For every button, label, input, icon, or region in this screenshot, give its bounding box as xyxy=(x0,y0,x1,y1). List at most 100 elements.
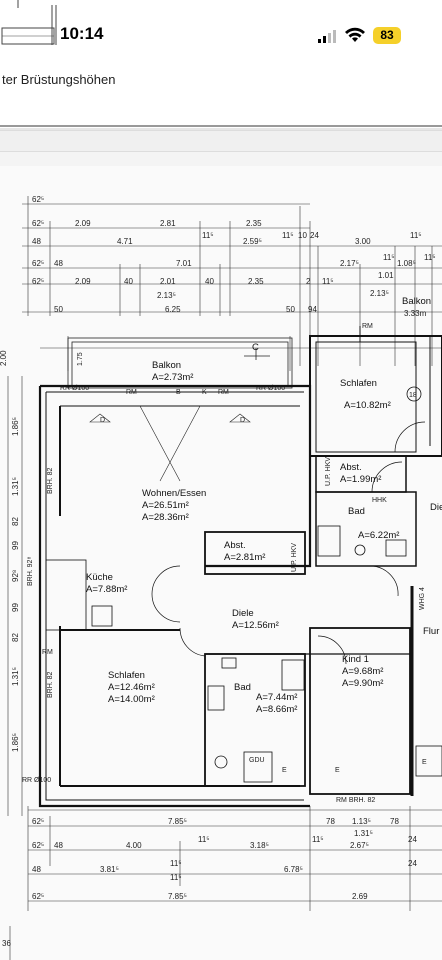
dim-top-3: 2.81 xyxy=(160,219,176,228)
dim-r2-8: 11⁵ xyxy=(410,231,422,240)
dim-r3-5: 1.08⁵ xyxy=(397,259,416,268)
dim-r6-0: 50 xyxy=(54,305,63,314)
dim-b1-4: 78 xyxy=(390,817,399,826)
dim-r4-2: 40 xyxy=(124,277,133,286)
dim-b2-0: 62⁵ xyxy=(32,841,44,850)
room-kind-name: Kind 1 xyxy=(342,654,369,665)
dim-b-corner: 36 xyxy=(2,939,11,948)
dim-r5-1: 2.13⁵ xyxy=(370,289,389,298)
dim-r4-0: 62⁵ xyxy=(32,277,44,286)
room-schlafen-right-name: Schlafen xyxy=(340,378,377,389)
room-abst-center-name: Abst. xyxy=(224,540,246,551)
dim-r6-4: 3.33m xyxy=(404,309,427,318)
room-diele-name: Diele xyxy=(232,608,254,619)
room-wohnen-area2: A=28.36m² xyxy=(142,512,189,523)
label-d-1: D xyxy=(100,417,105,424)
dim-left-2: 1.31⁵ xyxy=(11,477,20,496)
dim-b1b: 1.31⁵ xyxy=(354,829,373,838)
dim-b2-2: 4.00 xyxy=(126,841,142,850)
dim-r3-3: 2.17⁵ xyxy=(340,259,359,268)
label-rmbrh: RM BRH. 82 xyxy=(336,797,375,804)
room-balkon-name: Balkon xyxy=(152,360,181,371)
dim-r6-2: 50 xyxy=(286,305,295,314)
dim-b1-1: 7.85⁵ xyxy=(168,817,187,826)
room-bad-right-name: Bad xyxy=(348,506,365,517)
dim-r4-3: 2.01 xyxy=(160,277,176,286)
dim-r3-6: 11⁵ xyxy=(424,253,436,262)
dim-b3-3: 6.78⁵ xyxy=(284,865,303,874)
dim-r4-6: 2 xyxy=(306,277,311,286)
label-c: C xyxy=(252,342,259,353)
dim-b3-2: 11⁵ xyxy=(170,859,182,868)
dim-b1-0: 62⁵ xyxy=(32,817,44,826)
battery-indicator: 83 xyxy=(373,27,401,44)
dim-b4-2: 2.69 xyxy=(352,892,368,901)
room-schlafen-left-area1: A=12.46m² xyxy=(108,682,155,693)
dim-r3-2: 7.01 xyxy=(176,259,192,268)
label-uphkv-1: U.P. HKV xyxy=(325,457,332,486)
label-hhk: HHK xyxy=(372,497,387,504)
room-kuche-area: A=7.88m² xyxy=(86,584,127,595)
label-brh82-1: BRH. 82 xyxy=(47,467,54,494)
status-time: 10:14 xyxy=(60,24,104,43)
dim-r3-0: 62⁵ xyxy=(32,259,44,268)
room-kind-area1: A=9.68m² xyxy=(342,666,383,677)
label-brh928: BRH. 92⁸ xyxy=(27,557,34,586)
dim-b2-3: 11⁵ xyxy=(198,835,210,844)
dim-r4-8: 1.01 xyxy=(378,271,394,280)
floor-plan[interactable]: 62⁵ 62⁵ 2.09 2.81 2.35 48 4.71 11⁵ 2.59⁵… xyxy=(0,166,442,960)
dim-r4-5: 2.35 xyxy=(248,277,264,286)
label-18: 18 xyxy=(409,392,417,399)
dim-b3b: 11⁵ xyxy=(170,873,182,882)
dim-r2-2: 11⁵ xyxy=(202,231,214,240)
room-diele-area: A=12.56m² xyxy=(232,620,279,631)
dim-b2-1: 48 xyxy=(54,841,63,850)
dim-r3-1: 48 xyxy=(54,259,63,268)
header-crop-lines xyxy=(1,0,57,45)
label-rm-3: RM xyxy=(42,649,53,656)
dim-left-3: 82 xyxy=(11,517,20,526)
status-bar: 10:14 83 xyxy=(0,0,442,74)
dim-b3-1: 3.81⁵ xyxy=(100,865,119,874)
dim-b4-1: 7.85⁵ xyxy=(168,892,187,901)
dim-b1-2: 78 xyxy=(326,817,335,826)
dim-b2-4: 3.18⁵ xyxy=(250,841,269,850)
room-bad-left-area2: A=8.66m² xyxy=(256,704,297,715)
label-rr-left: RR Ø100 xyxy=(60,385,89,392)
dim-left-8: 1.31⁵ xyxy=(11,667,20,686)
dim-left-6: 99 xyxy=(11,603,20,612)
room-bad-left-area1: A=7.44m² xyxy=(256,692,297,703)
label-e-3: E xyxy=(422,759,427,766)
label-uphkv-2: U.P. HKV xyxy=(291,543,298,572)
room-balkon-area: A=2.73m² xyxy=(152,372,193,383)
label-175: 1.75 xyxy=(77,352,84,366)
dim-r2-0: 48 xyxy=(32,237,41,246)
room-kind-area2: A=9.90m² xyxy=(342,678,383,689)
label-rr-right: RR Ø100 xyxy=(256,385,285,392)
room-bad-right-area: A=6.22m² xyxy=(358,530,399,541)
document-header-text: ter Brüstungshöhen xyxy=(2,72,116,87)
room-abst-center-area: A=2.81m² xyxy=(224,552,265,563)
cellular-signal-icon xyxy=(318,30,336,43)
document-header-drawing xyxy=(0,125,442,130)
room-schlafen-right-area: A=10.82m² xyxy=(344,400,391,411)
room-schlafen-left-name: Schlafen xyxy=(108,670,145,681)
dim-r6-3: 94 xyxy=(308,305,317,314)
dim-b3-0: 48 xyxy=(32,865,41,874)
dim-r2-1: 4.71 xyxy=(117,237,133,246)
label-brh82-2: BRH. 82 xyxy=(47,671,54,698)
dim-left-1: 1.86⁵ xyxy=(11,417,20,436)
room-wohnen-area1: A=26.51m² xyxy=(142,500,189,511)
label-e-1: E xyxy=(282,767,287,774)
dim-r6-1: 6.25 xyxy=(165,305,181,314)
room-schlafen-left-area2: A=14.00m² xyxy=(108,694,155,705)
dim-r2-5: 10 xyxy=(298,231,307,240)
label-rm-top: RM xyxy=(362,323,373,330)
dim-r2-4: 11⁵ xyxy=(282,231,294,240)
dim-b2-5: 11⁵ xyxy=(312,835,324,844)
room-wohnen-name: Wohnen/Essen xyxy=(142,488,206,499)
room-die-name: Die xyxy=(430,502,442,513)
dim-r4-1: 2.09 xyxy=(75,277,91,286)
label-gdu: GDU xyxy=(249,757,265,764)
label-d-2: D xyxy=(240,417,245,424)
